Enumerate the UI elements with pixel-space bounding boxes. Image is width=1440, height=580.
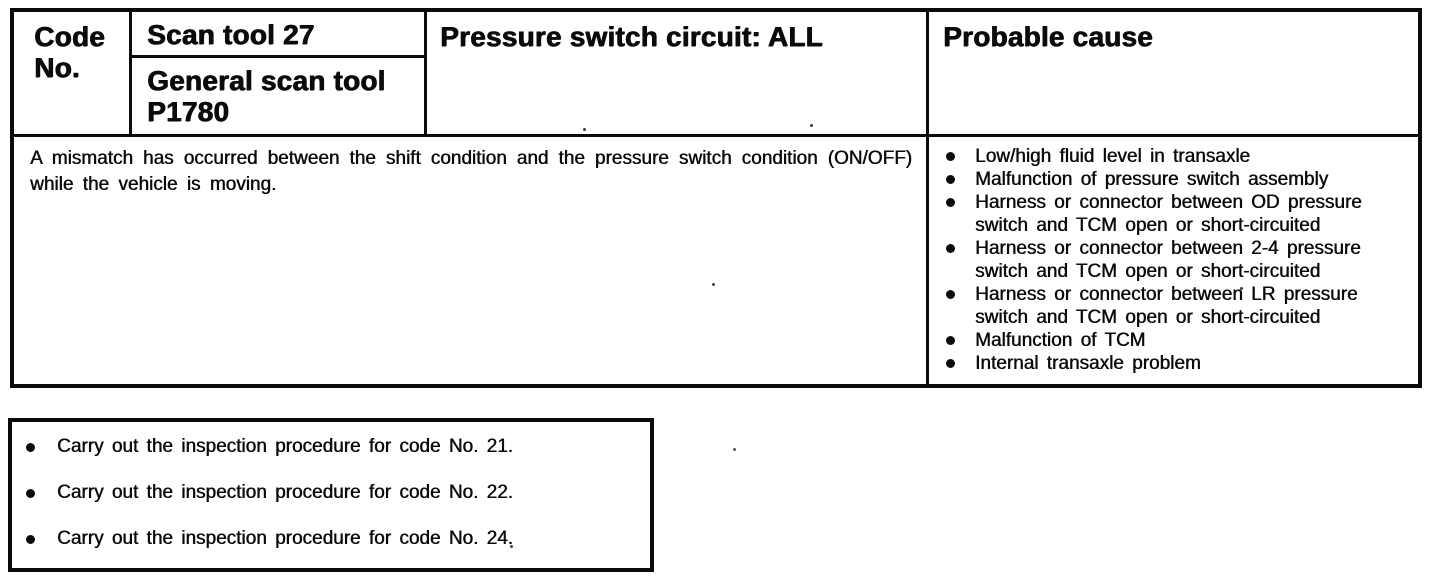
- inspection-procedure-text: Carry out the inspection procedure for c…: [57, 528, 513, 549]
- general-scan-tool-cell: General scan tool P1780: [132, 58, 427, 134]
- general-scan-tool-label: General scan tool P1780: [147, 65, 386, 127]
- probable-cause-label: Probable cause: [943, 21, 1153, 52]
- inspection-procedure-text: Carry out the inspection procedure for c…: [57, 436, 513, 457]
- circuit-label: Pressure switch circuit: ALL: [440, 21, 823, 52]
- probable-cause-item: Low/high fluid level in transaxle: [945, 145, 1410, 168]
- bullet-icon: [946, 152, 955, 161]
- bullet-icon: [946, 198, 955, 207]
- inspection-procedure-item: Carry out the inspection procedure for c…: [25, 527, 640, 551]
- probable-cause-item: Harness or connector between OD pressure…: [945, 191, 1410, 237]
- code-no-header-cell: Code No.: [14, 12, 132, 134]
- probable-cause-text: Malfunction of TCM: [975, 330, 1146, 351]
- scan-noise: [583, 128, 586, 131]
- probable-cause-item: Harness or connector between 2-4 pressur…: [945, 237, 1410, 283]
- bullet-icon: [946, 290, 955, 299]
- probable-cause-text: Harness or connector between LR pressure…: [975, 284, 1358, 328]
- scan-tool-cell: Scan tool 27: [132, 12, 427, 58]
- probable-cause-item: Harness or connector between LR pressure…: [945, 283, 1410, 329]
- inspection-procedures-box: Carry out the inspection procedure for c…: [8, 418, 654, 572]
- probable-causes-list: Low/high fluid level in transaxle Malfun…: [929, 134, 1418, 384]
- bullet-icon: [946, 175, 955, 184]
- probable-cause-header-cell: Probable cause: [929, 12, 1418, 134]
- bullet-icon: [26, 535, 35, 544]
- circuit-header-cell: Pressure switch circuit: ALL: [427, 12, 929, 134]
- bullet-icon: [946, 336, 955, 345]
- probable-cause-text: Internal transaxle problem: [975, 353, 1201, 374]
- probable-cause-text: Malfunction of pressure switch assembly: [975, 169, 1329, 190]
- dtc-description-text: A mismatch has occurred between the shif…: [30, 148, 912, 195]
- inspection-procedure-text: Carry out the inspection procedure for c…: [57, 482, 513, 503]
- inspection-procedure-item: Carry out the inspection procedure for c…: [25, 481, 640, 505]
- bullet-icon: [946, 244, 955, 253]
- bullet-icon: [26, 489, 35, 498]
- dtc-description-cell: A mismatch has occurred between the shif…: [14, 134, 929, 384]
- probable-cause-text: Harness or connector between 2-4 pressur…: [975, 238, 1361, 282]
- inspection-procedure-item: Carry out the inspection procedure for c…: [25, 435, 640, 459]
- dtc-table: Code No. Scan tool 27 General scan tool …: [10, 8, 1422, 388]
- probable-cause-item: Malfunction of pressure switch assembly: [945, 168, 1410, 191]
- probable-cause-item: Malfunction of TCM: [945, 329, 1410, 352]
- probable-cause-text: Low/high fluid level in transaxle: [975, 146, 1250, 167]
- scan-tool-label: Scan tool 27: [147, 19, 315, 50]
- probable-cause-item: Internal transaxle problem: [945, 352, 1410, 375]
- probable-cause-text: Harness or connector between OD pressure…: [975, 192, 1362, 236]
- bullet-icon: [26, 443, 35, 452]
- code-no-label: Code No.: [34, 21, 105, 83]
- bullet-icon: [946, 359, 955, 368]
